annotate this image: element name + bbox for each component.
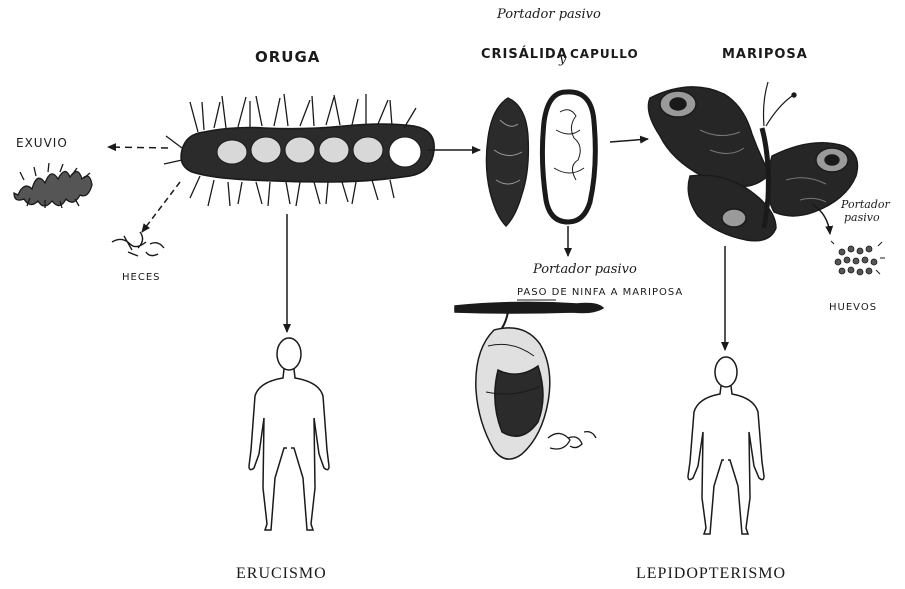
passive-carrier-label-right-1: Portador bbox=[841, 198, 890, 211]
chrysalis-label: CRISÁLIDA bbox=[481, 47, 568, 62]
chrysalis-drawing bbox=[486, 98, 528, 226]
arrow-to-feces bbox=[142, 182, 180, 232]
feces-label: HECES bbox=[122, 272, 161, 283]
exuvia-label: EXUVIO bbox=[16, 136, 68, 150]
butterfly-label: MARIPOSA bbox=[722, 47, 808, 62]
eggs-drawing bbox=[831, 241, 885, 275]
eggs-label: HUEVOS bbox=[829, 302, 877, 313]
exuvia-drawing bbox=[14, 163, 92, 208]
chrysalis-connector-label: y bbox=[559, 52, 566, 67]
caterpillar-drawing bbox=[164, 94, 434, 206]
erucismo-label: ERUCISMO bbox=[236, 565, 327, 583]
passive-carrier-label-top: Portador pasivo bbox=[497, 7, 601, 22]
human-figure-left bbox=[249, 338, 329, 530]
passive-carrier-label-middle: Portador pasivo bbox=[533, 262, 637, 277]
butterfly-drawing bbox=[648, 82, 857, 241]
cocoon-drawing bbox=[542, 92, 595, 222]
emerging-butterfly-drawing bbox=[455, 302, 603, 459]
lepidopterismo-label: LEPIDOPTERISMO bbox=[636, 565, 786, 583]
nymph-transition-label: PASO DE NINFA A MARIPOSA bbox=[517, 287, 683, 298]
human-figure-right bbox=[688, 357, 764, 534]
arrow-to-exuvia bbox=[108, 147, 168, 148]
cocoon-label: CAPULLO bbox=[570, 47, 639, 61]
passive-carrier-label-right-2: pasivo bbox=[844, 211, 880, 224]
arrow-cocoon-to-butterfly bbox=[610, 139, 648, 142]
caterpillar-label: ORUGA bbox=[255, 48, 320, 66]
feces-drawing bbox=[112, 232, 164, 256]
